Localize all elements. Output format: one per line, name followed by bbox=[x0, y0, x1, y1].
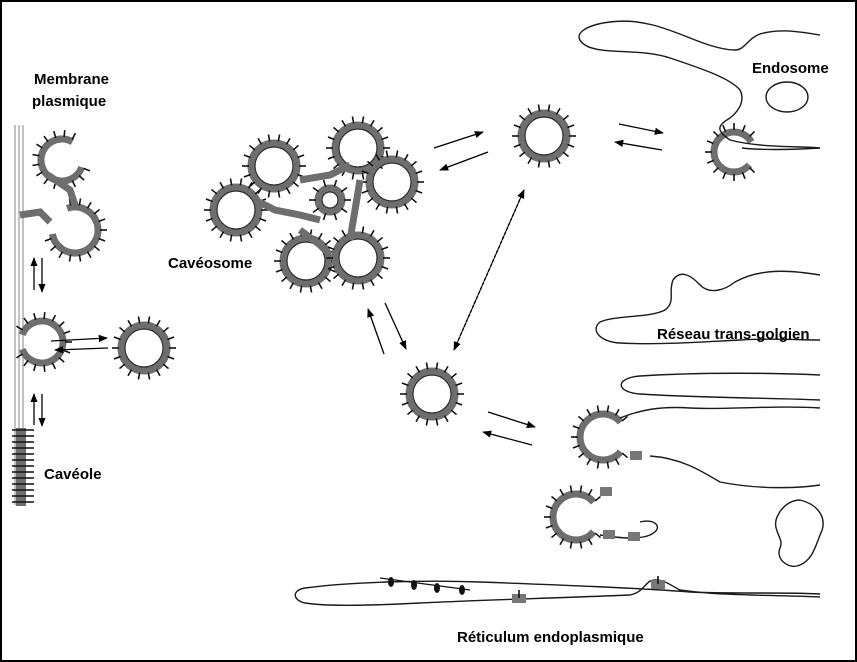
label-plasma-membrane-2: plasmique bbox=[32, 93, 106, 110]
label-plasma-membrane-1: Membrane bbox=[34, 71, 109, 88]
caveosome-vesicle bbox=[326, 226, 390, 289]
label-caveosome: Cavéosome bbox=[168, 255, 252, 272]
caveosome-vesicle bbox=[309, 180, 351, 220]
caveosome-vesicle bbox=[242, 134, 306, 197]
vesicle-layer bbox=[16, 104, 754, 548]
golgi-budding-caveola bbox=[571, 405, 628, 468]
er-proteins bbox=[380, 576, 665, 603]
label-caveola: Cavéole bbox=[44, 466, 102, 483]
golgi-budding-caveola bbox=[544, 485, 601, 548]
label-er: Réticulum endoplasmique bbox=[457, 629, 644, 646]
budding-caveola bbox=[45, 198, 107, 261]
endosome-outline bbox=[579, 21, 820, 148]
free-vesicle bbox=[512, 104, 576, 167]
endosome-tail bbox=[742, 148, 820, 150]
caveosome-vesicle bbox=[204, 178, 268, 241]
caveosome-vesicle bbox=[360, 150, 424, 213]
golgi-cisterna-3 bbox=[620, 407, 820, 488]
endosome-small-vesicle bbox=[766, 82, 808, 112]
caveosome-vesicle bbox=[274, 229, 338, 292]
isolated-organelle bbox=[776, 500, 823, 566]
label-endosome: Endosome bbox=[752, 60, 829, 77]
er-outline bbox=[295, 580, 820, 605]
label-trans-golgi: Réseau trans-golgien bbox=[657, 326, 810, 343]
golgi-cisterna-2 bbox=[621, 373, 820, 400]
golgi-proteins bbox=[600, 451, 642, 541]
endosome-fusing-caveola bbox=[705, 123, 755, 181]
free-vesicle bbox=[112, 316, 176, 379]
budding-caveola bbox=[16, 312, 72, 372]
free-vesicle bbox=[400, 362, 464, 425]
